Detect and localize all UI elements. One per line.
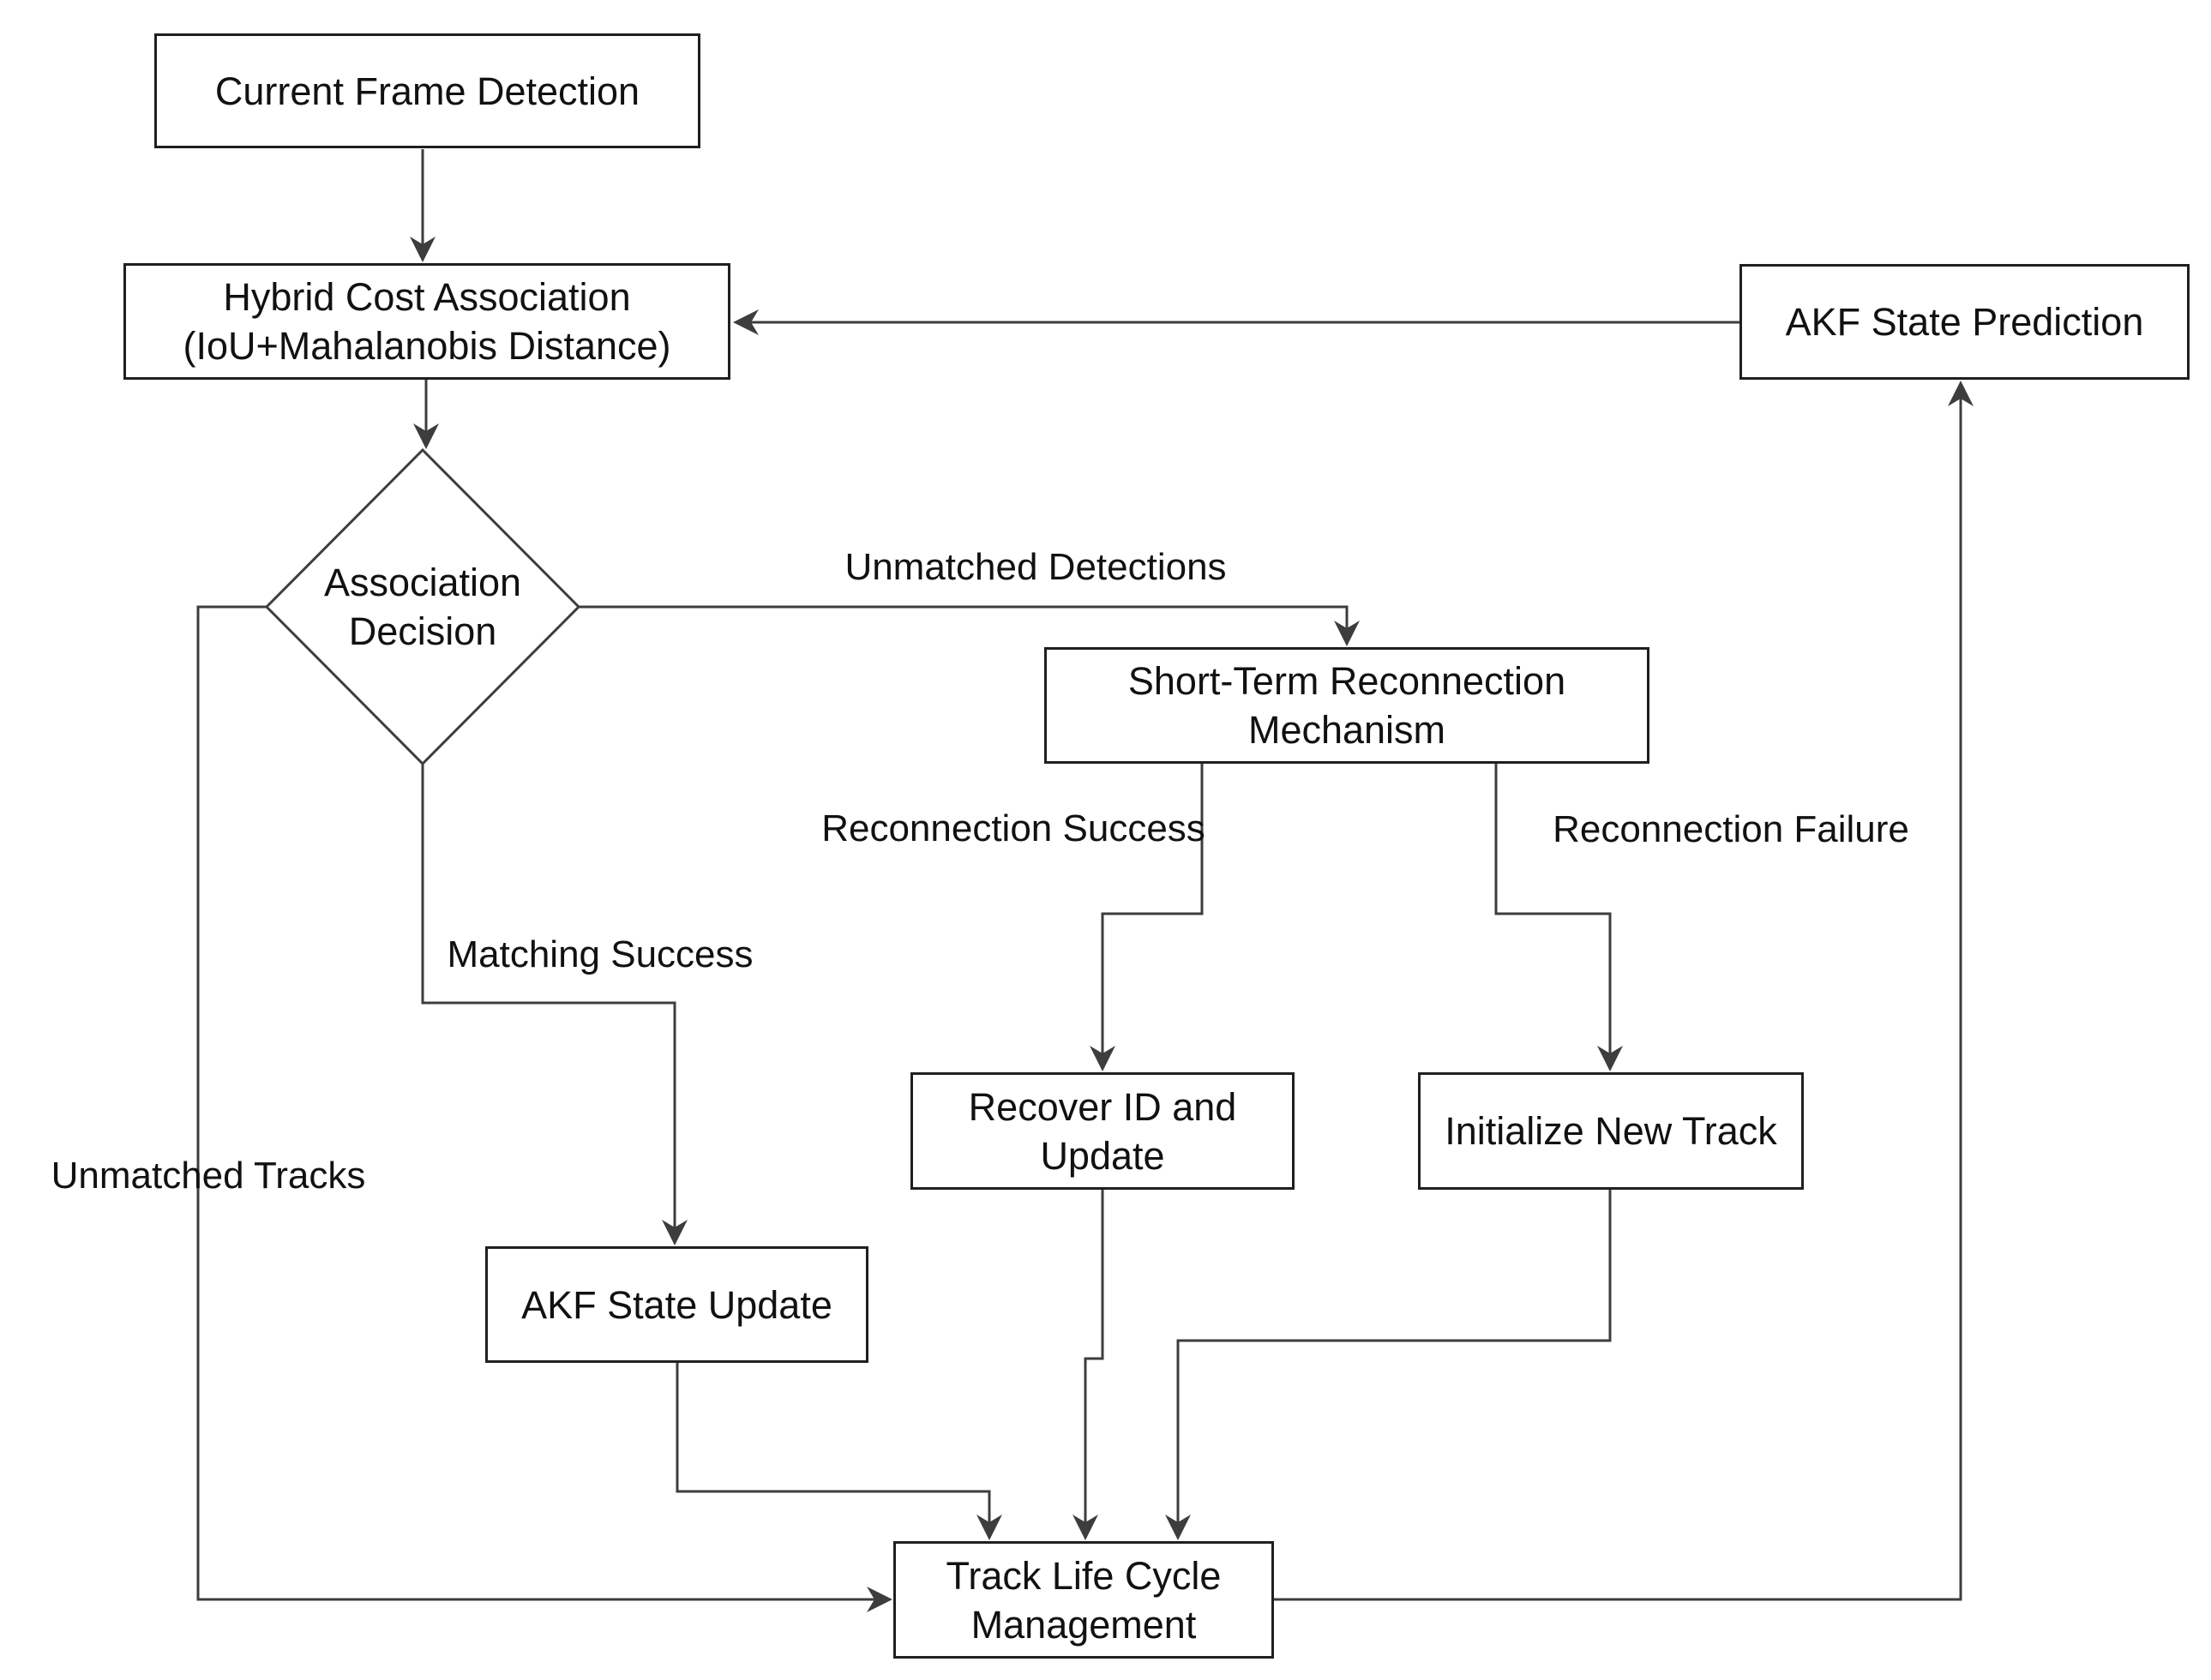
edge-label-unmatched-tracks: Unmatched Tracks [51, 1155, 366, 1197]
edge-track-lifecycle-to-akf-prediction [1274, 381, 1974, 1601]
edge-short-term-to-initialize [1494, 764, 1623, 1071]
edge-short-term-to-recover [1090, 764, 1204, 1071]
edge-label-reconnection-success: Reconnection Success [821, 807, 1205, 849]
decision-diamond-shape [264, 447, 581, 766]
node-akf-state-update: AKF State Update [485, 1246, 868, 1363]
node-recover-id-update: Recover ID and Update [910, 1072, 1295, 1190]
node-akf-state-prediction: AKF State Prediction [1739, 264, 2190, 380]
node-current-frame-detection: Current Frame Detection [154, 33, 700, 148]
edge-decision-to-track-lifecycle [196, 605, 892, 1612]
edge-label-unmatched-detections: Unmatched Detections [844, 546, 1227, 588]
edge-initialize-to-track-lifecycle [1165, 1190, 1612, 1540]
node-track-life-cycle-management: Track Life Cycle Management [893, 1541, 1274, 1659]
edge-recover-to-track-lifecycle [1072, 1190, 1104, 1540]
edge-label-matching-success: Matching Success [447, 933, 754, 975]
edge-decision-to-akf-update [421, 764, 688, 1245]
edge-decision-to-short-term [579, 605, 1360, 646]
edge-label-reconnection-failure: Reconnection Failure [1553, 808, 1909, 850]
node-short-term-reconnection: Short-Term Reconnection Mechanism [1044, 647, 1649, 764]
node-initialize-new-track: Initialize New Track [1418, 1072, 1804, 1190]
edge-akf-update-to-track-lifecycle [676, 1363, 1002, 1540]
node-hybrid-cost-association: Hybrid Cost Association (IoU+Mahalanobis… [123, 263, 730, 380]
